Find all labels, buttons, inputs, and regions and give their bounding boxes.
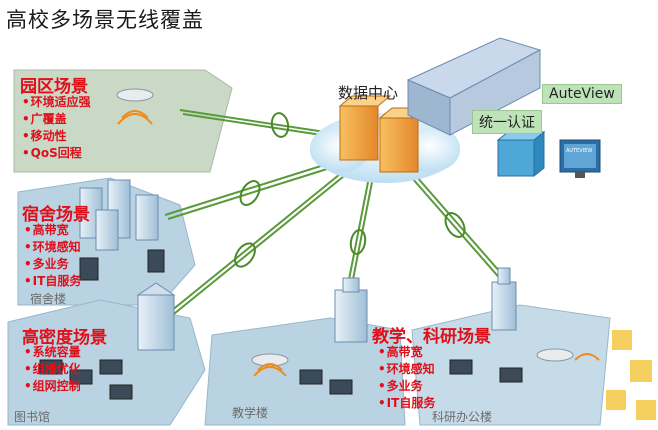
teaching-location-label: 教学楼	[232, 406, 269, 420]
campus-zone-title: 园区场景	[20, 77, 88, 97]
auth-server	[496, 130, 546, 178]
research-building	[491, 267, 517, 331]
teaching-zone-title: 教学、科研场景	[372, 327, 491, 347]
dorm-zone-title: 宿舍场景	[22, 205, 90, 225]
bullet-item: 高带宽	[24, 222, 81, 239]
bullet-item: 组播优化	[24, 361, 81, 378]
bullet-item: 环境感知	[378, 361, 435, 378]
access-points	[116, 88, 574, 367]
link-rings	[234, 112, 466, 268]
bullet-item: 高带宽	[378, 344, 435, 361]
research-location-label: 科研办公楼	[432, 410, 493, 424]
bullet-item: 环境感知	[24, 239, 81, 256]
teaching-building	[334, 277, 368, 343]
bullet-item: 广覆盖	[22, 111, 91, 128]
bullet-item: IT自服务	[24, 273, 82, 290]
bullet-item: 系统容量	[24, 344, 81, 361]
page-title: 高校多场景无线覆盖	[6, 8, 204, 32]
bullet-item: 多业务	[24, 256, 81, 273]
datacenter-servers	[338, 95, 432, 173]
teaching-bullets: 高带宽 环境感知 多业务 IT自服务	[378, 344, 436, 412]
dorm-bullets: 高带宽 环境感知 多业务 IT自服务	[24, 222, 82, 290]
monitor-screen-label: AUTEVIEW	[566, 148, 592, 154]
dorm-location-label: 宿舍楼	[30, 292, 67, 306]
bullet-item: 组网控制	[24, 378, 81, 395]
bullet-item: 环境适应强	[22, 94, 91, 111]
library-location-label: 图书馆	[14, 410, 51, 424]
monitor-device	[559, 139, 601, 178]
decor-blocks	[606, 330, 656, 420]
auth-label: 统一认证	[472, 110, 542, 134]
auteview-label: AuteView	[542, 84, 622, 104]
wifi-signals	[117, 110, 600, 377]
bullet-item: 移动性	[22, 128, 91, 145]
dorm-buildings	[79, 179, 159, 251]
library-zone-title: 高密度场景	[22, 328, 107, 348]
datacenter-label: 数据中心	[338, 84, 399, 102]
campus-bullets: 环境适应强 广覆盖 移动性 QoS回程	[22, 94, 91, 162]
bullet-item: IT自服务	[378, 395, 436, 412]
bullet-item: 多业务	[378, 378, 435, 395]
library-building	[136, 282, 176, 351]
library-bullets: 系统容量 组播优化 组网控制	[24, 344, 81, 395]
bullet-item: QoS回程	[22, 145, 91, 162]
